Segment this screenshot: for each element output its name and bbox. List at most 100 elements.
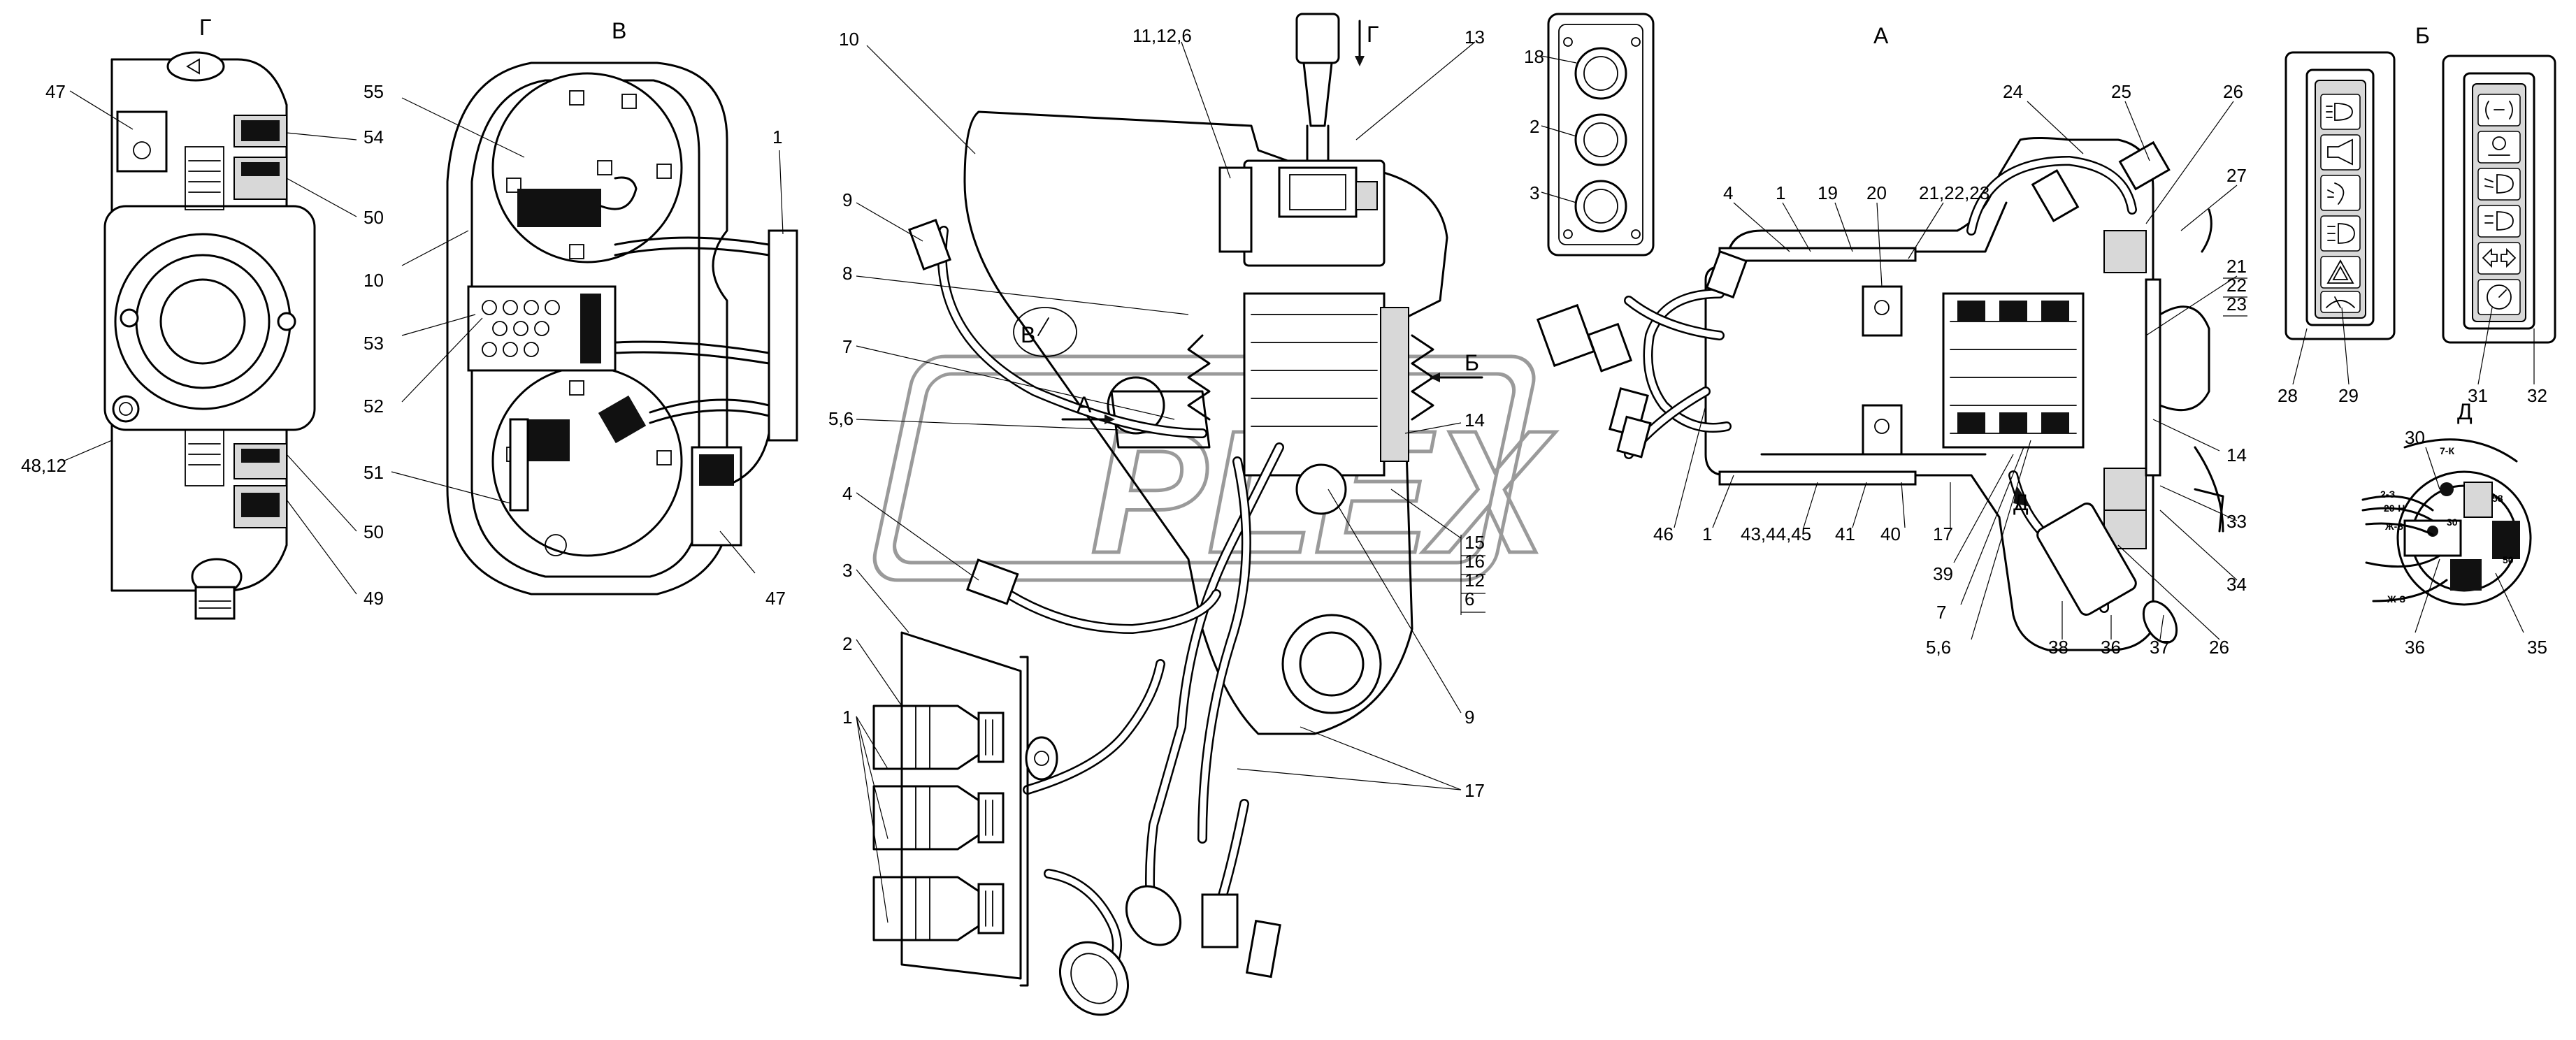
callout-v-55: 55 [364,81,384,102]
callout-d-35: 35 [2527,637,2547,658]
callout-g-47: 47 [45,81,66,102]
callout-g-54: 54 [364,127,384,147]
callout-v-10: 10 [364,270,384,291]
callout-p-3: 3 [1530,182,1539,203]
callout-m-4: 4 [842,483,852,504]
callout-a-21-22-23: 21,22,23 [1919,182,1989,203]
wiper-icon [2320,291,2361,313]
hazard-icon [2320,256,2361,289]
watermark: PLEX [872,354,1558,591]
callout-m-2: 2 [842,633,852,654]
callout-a-26a: 26 [2223,81,2243,102]
view-arrow-d: Д [2013,490,2029,515]
callout-b-29: 29 [2338,385,2359,406]
callout-a-37: 37 [2150,637,2170,658]
callout-g-50b: 50 [364,521,384,542]
callout-m-5-6: 5,6 [828,408,854,429]
rotary-knob-icon [2477,279,2521,315]
headlight-icon [2320,94,2361,130]
parking-light-icon [2477,94,2521,127]
callout-m-10: 10 [839,29,859,50]
view-v-pod-back: В [364,18,798,609]
callout-b-31: 31 [2468,385,2488,406]
fog-light-icon [2477,205,2521,238]
terminal-58: 58 [2492,493,2503,504]
callout-a-1b: 1 [1702,523,1712,544]
callout-a-20: 20 [1866,182,1887,203]
callout-a-19: 19 [1818,182,1838,203]
turn-signal-icon [2477,242,2521,275]
view-g-control-pod: Г 47 54 [21,15,384,620]
callout-v-47: 47 [765,588,786,609]
callout-v-53: 53 [364,333,384,354]
wire-tag-7k: 7-К [2440,445,2454,456]
callout-m-14: 14 [1465,410,1485,431]
callout-m-9b: 9 [1465,707,1474,728]
callout-m-3: 3 [842,560,852,581]
connector-plate: 18 2 3 [1524,13,1655,257]
low-beam-icon [2477,168,2521,201]
view-arrow-v: В [1021,322,1035,347]
callout-p-2: 2 [1530,116,1539,137]
callout-g-50a: 50 [364,207,384,228]
view-title-d: Д [2457,399,2473,424]
view-arrow-a: А [1077,392,1092,417]
callout-m-15: 15 [1465,532,1485,553]
callout-m-7: 7 [842,336,852,357]
callout-a-41: 41 [1835,523,1855,544]
callout-v-1: 1 [772,127,782,147]
callout-m-8: 8 [842,263,852,284]
callout-m-6: 6 [1465,588,1474,609]
callout-m-12: 12 [1465,570,1485,591]
view-title-v: В [612,18,626,43]
callout-d-36: 36 [2405,637,2425,658]
wire-tag-zhz-b: Ж-З [2387,593,2405,605]
gauge-icon [2477,131,2521,164]
callout-g-48-12: 48,12 [21,455,66,476]
callout-m-16: 16 [1465,551,1485,572]
horn-icon [2320,134,2361,171]
callout-a-24: 24 [2003,81,2023,102]
view-d-ignition-switch: Д 7-К 2-З 20-Н Ж-З Ж-З 58 30 50 30 36 35 [2361,399,2547,658]
callout-a-27: 27 [2226,165,2247,186]
callout-a-1: 1 [1776,182,1785,203]
callout-a-46: 46 [1653,523,1674,544]
callout-a-14: 14 [2226,445,2247,465]
callout-a-25: 25 [2111,81,2131,102]
callout-a-40: 40 [1880,523,1901,544]
callout-a-34: 34 [2226,574,2247,595]
terminal-30: 30 [2447,517,2458,528]
main-view-assembly: Г Б А В 10 11,12,6 13 9 8 7 5,6 14 4 [828,13,1485,1016]
callout-v-51: 51 [364,462,384,483]
callout-a-33: 33 [2226,511,2247,532]
callout-b-28: 28 [2278,385,2298,406]
callout-m-13: 13 [1465,27,1485,48]
view-title-a: А [1873,23,1889,48]
callout-a-39: 39 [1933,563,1953,584]
callout-a-7: 7 [1936,602,1946,623]
high-beam-icon [2320,215,2361,252]
view-a-harness: А [1536,23,2247,658]
callout-b-32: 32 [2527,385,2547,406]
callout-m-17: 17 [1465,780,1485,801]
callout-a-21: 21 [2226,256,2247,277]
callout-g-49: 49 [364,588,384,609]
work-light-icon [2320,175,2361,211]
view-title-b: Б [2415,23,2430,48]
callout-a-38: 38 [2048,637,2068,658]
callout-d-30: 30 [2405,427,2425,448]
callout-a-43-44-45: 43,44,45 [1741,523,1811,544]
callout-a-4: 4 [1723,182,1733,203]
view-arrow-b: Б [1465,350,1479,375]
view-title-g: Г [199,15,211,40]
callout-p-18: 18 [1524,46,1544,67]
wire-tag-2z: 2-З [2380,489,2395,500]
callout-m-1: 1 [842,707,852,728]
callout-m-9a: 9 [842,189,852,210]
callout-a-36: 36 [2101,637,2121,658]
view-arrow-g: Г [1367,22,1379,47]
callout-a-5-6: 5,6 [1926,637,1951,658]
callout-a-17: 17 [1933,523,1953,544]
wire-tag-zhz-a: Ж-З [2384,521,2403,532]
